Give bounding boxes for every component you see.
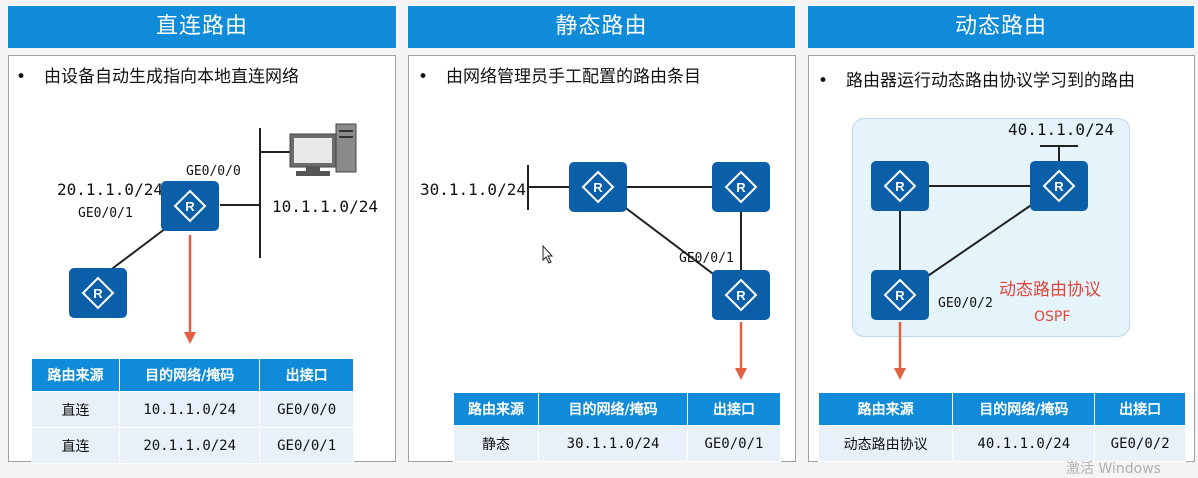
arrow-head bbox=[184, 332, 196, 344]
router-icon: R bbox=[69, 268, 127, 318]
watermark: 激活 Windows bbox=[1066, 461, 1161, 477]
net-label-30: 30.1.1.0/24 bbox=[420, 180, 526, 199]
router-icon: R bbox=[161, 181, 219, 231]
cell-interface: GE0/0/1 bbox=[259, 427, 354, 464]
routing-table: 路由来源 目的网络/掩码 出接口 静态 30.1.1.0/24 GE0/0/1 bbox=[452, 392, 782, 462]
svg-text:R: R bbox=[1054, 179, 1064, 194]
routing-table: 路由来源 目的网络/掩码 出接口 直连 10.1.1.0/24 GE0/0/0 … bbox=[30, 358, 354, 464]
col-destination: 目的网络/掩码 bbox=[952, 392, 1096, 426]
col-source: 路由来源 bbox=[452, 392, 540, 426]
cell-interface: GE0/0/2 bbox=[1094, 425, 1186, 462]
arrow-head bbox=[894, 368, 906, 380]
port-label-ge001: GE0/0/1 bbox=[78, 206, 133, 221]
svg-text:R: R bbox=[593, 180, 603, 195]
bullet-text: •路由器运行动态路由协议学习到的路由 bbox=[818, 71, 1135, 91]
router-icon: R bbox=[712, 162, 770, 212]
table-row: 直连 20.1.1.0/24 GE0/0/1 bbox=[30, 427, 354, 464]
bullet-text: •由网络管理员手工配置的路由条目 bbox=[418, 67, 701, 87]
cell-source: 直连 bbox=[30, 427, 121, 464]
bullet-label: 路由器运行动态路由协议学习到的路由 bbox=[846, 71, 1135, 91]
cell-destination: 40.1.1.0/24 bbox=[952, 425, 1096, 462]
col-interface: 出接口 bbox=[1094, 392, 1186, 426]
router-icon: R bbox=[1030, 161, 1088, 211]
col-source: 路由来源 bbox=[30, 358, 121, 392]
cell-destination: 20.1.1.0/24 bbox=[119, 427, 261, 464]
bullet-label: 由设备自动生成指向本地直连网络 bbox=[44, 67, 299, 87]
protocol-title: 动态路由协议 bbox=[999, 280, 1101, 300]
svg-text:R: R bbox=[736, 180, 746, 195]
port-label-ge001: GE0/0/1 bbox=[679, 251, 734, 266]
cell-destination: 10.1.1.0/24 bbox=[119, 391, 261, 428]
bullet-label: 由网络管理员手工配置的路由条目 bbox=[446, 67, 701, 87]
table-row: 直连 10.1.1.0/24 GE0/0/0 bbox=[30, 391, 354, 428]
port-label-ge002: GE0/0/2 bbox=[938, 296, 993, 311]
router-icon: R bbox=[712, 270, 770, 320]
table-row: 动态路由协议 40.1.1.0/24 GE0/0/2 bbox=[817, 425, 1186, 462]
router-icon: R bbox=[569, 162, 627, 212]
svg-text:R: R bbox=[895, 179, 905, 194]
net-label-10: 10.1.1.0/24 bbox=[272, 197, 378, 216]
protocol-name: OSPF bbox=[1034, 309, 1071, 325]
svg-text:R: R bbox=[185, 199, 195, 214]
routing-table: 路由来源 目的网络/掩码 出接口 动态路由协议 40.1.1.0/24 GE0/… bbox=[817, 392, 1186, 462]
table-row: 静态 30.1.1.0/24 GE0/0/1 bbox=[452, 425, 782, 462]
panel-title: 动态路由 bbox=[808, 6, 1194, 48]
cell-source: 动态路由协议 bbox=[817, 425, 954, 462]
bullet-text: •由设备自动生成指向本地直连网络 bbox=[16, 67, 299, 87]
cell-interface: GE0/0/1 bbox=[686, 425, 782, 462]
arrow-head bbox=[735, 368, 747, 380]
router-icon: R bbox=[871, 270, 929, 320]
col-destination: 目的网络/掩码 bbox=[538, 392, 688, 426]
mouse-cursor-icon bbox=[542, 244, 554, 264]
router-icon: R bbox=[871, 161, 929, 211]
svg-text:R: R bbox=[895, 288, 905, 303]
svg-text:R: R bbox=[93, 286, 103, 301]
net-label-40: 40.1.1.0/24 bbox=[1008, 120, 1114, 139]
col-source: 路由来源 bbox=[817, 392, 954, 426]
cell-destination: 30.1.1.0/24 bbox=[538, 425, 688, 462]
cell-source: 静态 bbox=[452, 425, 540, 462]
panel-title: 直连路由 bbox=[8, 6, 396, 48]
panel-title: 静态路由 bbox=[408, 6, 795, 48]
col-destination: 目的网络/掩码 bbox=[119, 358, 261, 392]
pc-icon bbox=[289, 123, 357, 176]
net-label-20: 20.1.1.0/24 bbox=[57, 180, 163, 199]
port-label-ge000: GE0/0/0 bbox=[186, 164, 241, 179]
cell-source: 直连 bbox=[30, 391, 121, 428]
col-interface: 出接口 bbox=[686, 392, 782, 426]
col-interface: 出接口 bbox=[259, 358, 354, 392]
cell-interface: GE0/0/0 bbox=[259, 391, 354, 428]
svg-text:R: R bbox=[736, 288, 746, 303]
